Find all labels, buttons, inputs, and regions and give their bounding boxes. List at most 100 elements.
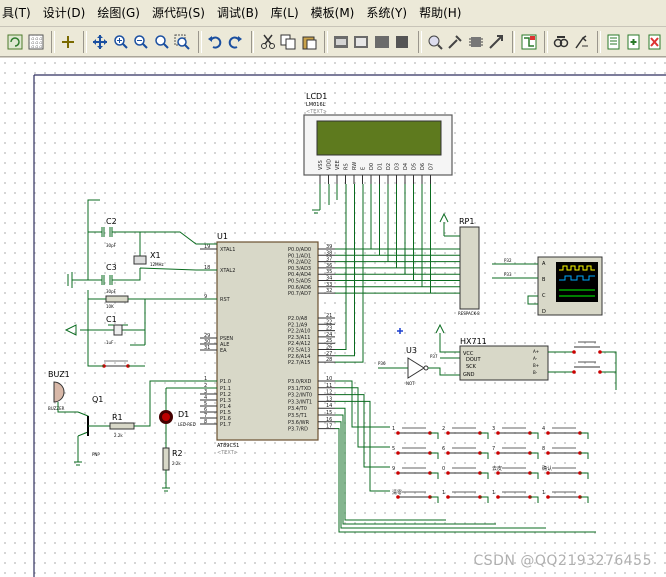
mcu-left-pin-num: 5 <box>204 401 207 407</box>
mcu-right-pin-num: 21 <box>326 313 332 319</box>
wire-autoroute-icon[interactable] <box>519 31 538 53</box>
r1-ref: R1 <box>112 413 123 422</box>
mcu-right-pin-name: P3.2/INT0 <box>288 393 312 399</box>
net-label-p33: P33 <box>504 272 512 277</box>
remove-sheet-icon[interactable] <box>646 31 665 53</box>
packaging-icon[interactable] <box>467 31 486 53</box>
mcu-left-pin-name: XTAL1 <box>220 247 235 253</box>
mcu-left-pin-name: ALE <box>220 342 229 348</box>
search-icon[interactable] <box>552 31 571 53</box>
redo-icon[interactable] <box>226 31 245 53</box>
zoom-area-icon[interactable] <box>173 31 192 53</box>
keypad-terminal <box>546 451 550 455</box>
bus-wire-p3 <box>335 387 390 448</box>
toolbar-separator <box>596 30 601 53</box>
mcu-left-pin-num: 29 <box>204 333 210 339</box>
menu-help[interactable]: 帮助(H) <box>419 6 462 20</box>
origin-icon[interactable] <box>59 31 78 53</box>
menu-tools[interactable]: 具(T) <box>2 6 31 20</box>
menu-design[interactable]: 设计(D) <box>42 6 86 20</box>
property-icon[interactable] <box>572 31 591 53</box>
mcu-right-pin-num: 33 <box>326 282 332 288</box>
mcu-left-pin-num: 30 <box>204 339 210 345</box>
undo-icon[interactable] <box>206 31 225 53</box>
lcd-power-wires <box>319 184 338 210</box>
copy-icon[interactable] <box>279 31 298 53</box>
decompose-icon[interactable] <box>487 31 506 53</box>
keypad-wire <box>580 496 589 503</box>
menu-debug[interactable]: 调试(B) <box>216 6 259 20</box>
mcu-part: AT89C51 <box>217 443 239 449</box>
mcu-left-pin-name: P1.3 <box>220 398 231 404</box>
block-rotate-icon[interactable] <box>373 31 392 53</box>
grid-icon[interactable] <box>27 31 46 53</box>
keypad-key-label: 去皮 <box>492 465 502 472</box>
mcu-right-pin-name: P0.3/AD3 <box>288 266 311 272</box>
zoom-in-icon[interactable] <box>112 31 131 53</box>
mcu-left-pin-name: P1.5 <box>220 410 231 416</box>
mcu-right-pin-num: 24 <box>326 332 332 338</box>
mcu-right-pin-name: P0.1/AD1 <box>288 253 311 259</box>
keypad-terminal <box>546 471 550 475</box>
hx-pin-b-plus: B+ <box>533 363 539 368</box>
toolbar-separator <box>197 30 202 53</box>
mcu-right-pin-name: P2.0/A8 <box>288 316 307 322</box>
netlist-icon[interactable] <box>605 31 624 53</box>
cut-icon[interactable] <box>258 31 277 53</box>
bus-wire-p0 <box>335 184 460 288</box>
bus-wire-p3 <box>335 414 496 525</box>
keypad-key-label: 1 <box>442 490 445 496</box>
keypad-terminal <box>396 495 400 499</box>
new-sheet-icon[interactable] <box>625 31 644 53</box>
hx-pin-a-plus: A+ <box>533 349 539 354</box>
bus-wire-p0 <box>335 184 460 269</box>
rp1-ref: RP1 <box>459 217 474 226</box>
mcu-right-pin-name: P2.5/A13 <box>288 348 310 354</box>
q1-part: PNP <box>92 452 100 457</box>
resistor-pack-rp1: RP1 RESPACK-8 <box>439 212 480 316</box>
lcd-pin-label: E <box>361 167 367 170</box>
zoom-out-icon[interactable] <box>132 31 151 53</box>
lcd-pin-label: VDD <box>327 159 333 170</box>
r1-value: 2.2k <box>114 433 123 438</box>
mcu-right-pin-num: 38 <box>326 250 332 256</box>
pan-icon[interactable] <box>91 31 110 53</box>
block-delete-icon[interactable] <box>393 31 412 53</box>
keypad-terminal <box>546 431 550 435</box>
toolbar-separator <box>323 30 328 53</box>
menu-library[interactable]: 库(L) <box>270 6 299 20</box>
menu-source[interactable]: 源代码(S) <box>151 6 205 20</box>
r-rst-value: 10K <box>106 304 114 309</box>
pick-device-icon[interactable] <box>426 31 445 53</box>
keypad-key-label: 4 <box>542 426 545 432</box>
block-copy-icon[interactable] <box>332 31 351 53</box>
keypad-key-label: 1 <box>392 426 395 432</box>
keypad-key-label: 8 <box>542 446 545 452</box>
mcu-right-pin-name: P0.4/AD4 <box>288 272 311 278</box>
make-device-icon[interactable] <box>446 31 465 53</box>
d1-part: LED-RED <box>178 422 196 427</box>
block-move-icon[interactable] <box>352 31 371 53</box>
menu-template[interactable]: 模板(M) <box>310 6 355 20</box>
lcd-pin-label: D5 <box>412 163 418 170</box>
bus-wire-p3 <box>335 428 596 533</box>
toolbar-separator <box>83 30 88 53</box>
refresh-icon[interactable] <box>6 31 25 53</box>
menu-graph[interactable]: 绘图(G) <box>97 6 140 20</box>
mcu-left-pin-num: 4 <box>204 395 207 401</box>
zoom-all-icon[interactable] <box>153 31 172 53</box>
mcu-left-pin-name: P1.6 <box>220 416 231 422</box>
mcu-right-pin-num: 37 <box>326 257 332 263</box>
menu-system[interactable]: 系统(Y) <box>366 6 408 20</box>
lcd-pin-label: RS <box>344 163 350 170</box>
toolbar-separator <box>250 30 255 53</box>
bus-wire-p0 <box>335 184 460 294</box>
c1-ref: C1 <box>106 315 117 324</box>
mcu-right-pin-name: P0.6/AD6 <box>288 285 311 291</box>
bus-wire-p0 <box>335 184 460 250</box>
mcu-left-pin-num: 9 <box>204 294 207 300</box>
keypad-terminal <box>446 431 450 435</box>
paste-icon[interactable] <box>299 31 318 53</box>
keypad-terminal <box>446 451 450 455</box>
